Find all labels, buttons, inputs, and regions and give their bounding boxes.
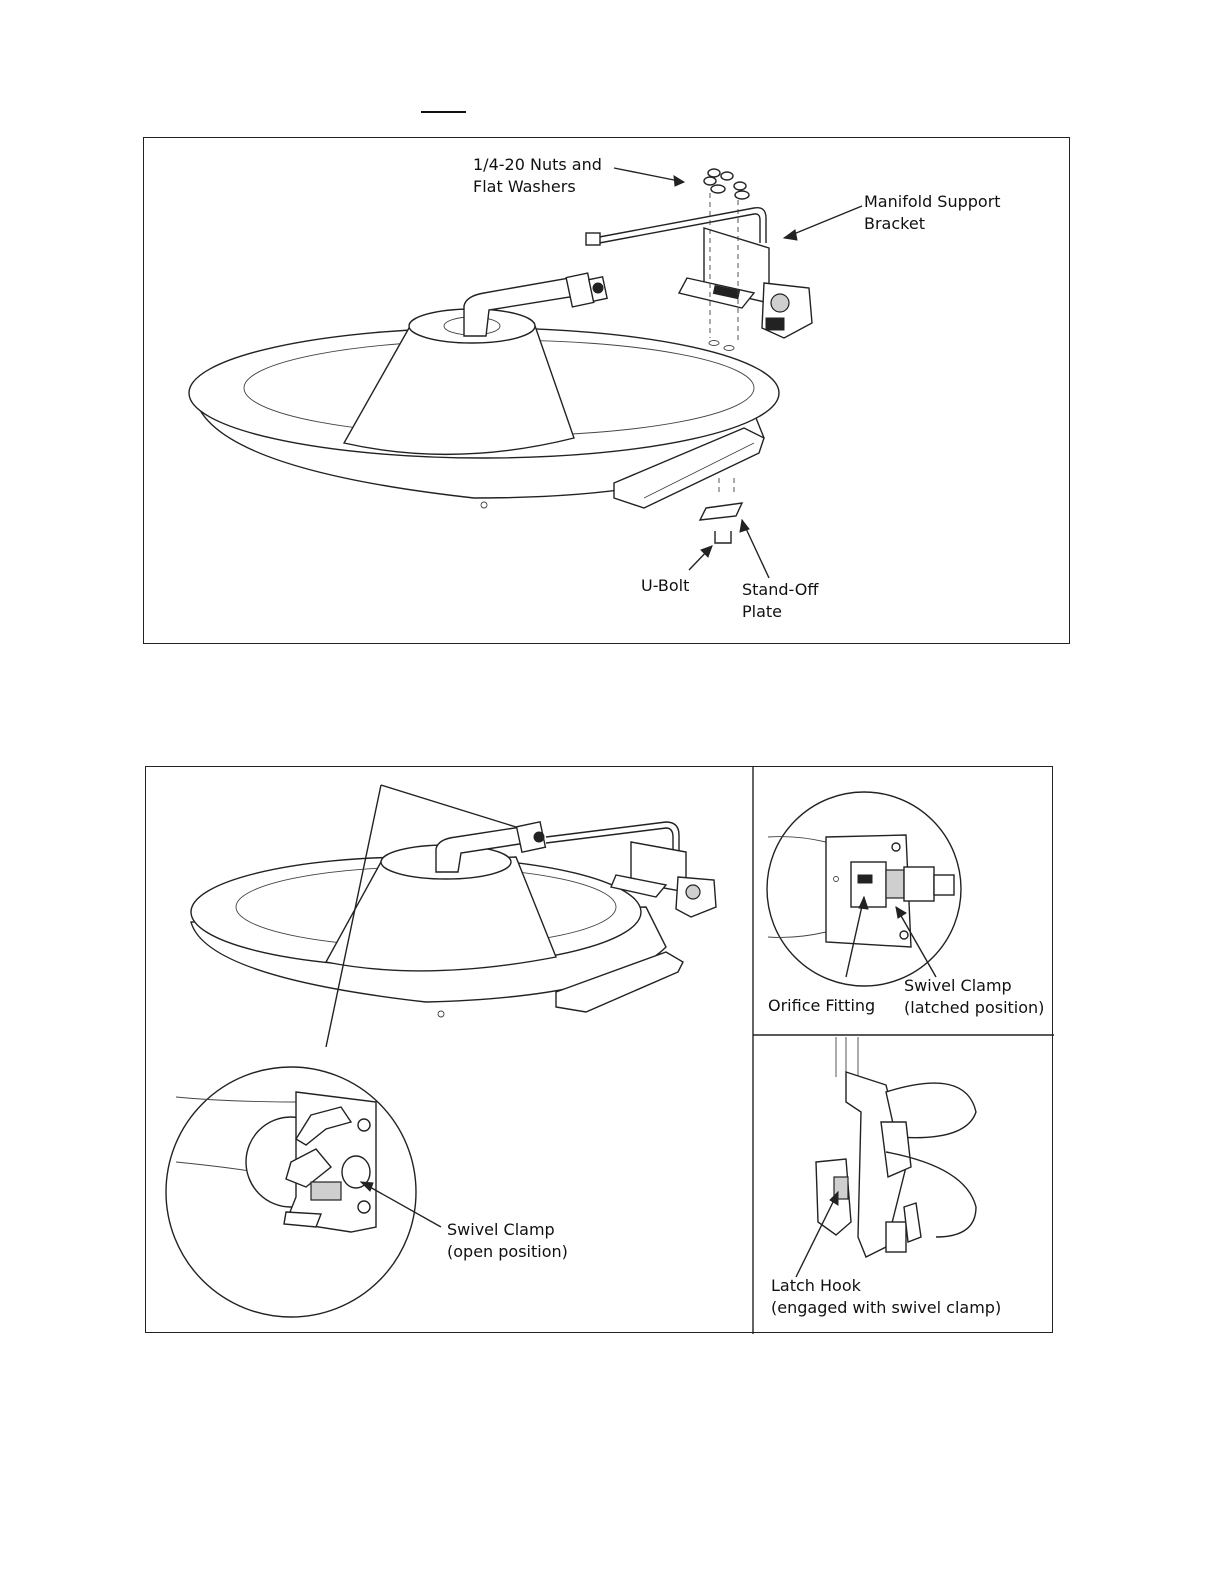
label-standoff-line1: Stand-Off	[742, 579, 818, 601]
label-swivel-latched-line1: Swivel Clamp	[904, 975, 1044, 997]
label-swivel-clamp-open: Swivel Clamp (open position)	[447, 1219, 568, 1263]
stand-off-plate	[700, 503, 742, 520]
label-u-bolt: U-Bolt	[641, 575, 689, 597]
latch-hook-detail	[796, 1037, 976, 1277]
label-latch-hook: Latch Hook (engaged with swivel clamp)	[771, 1275, 1001, 1319]
swivel-clamp-drawing	[146, 767, 1054, 1334]
label-nuts-line1: 1/4-20 Nuts and	[473, 154, 602, 176]
nuts-and-washers	[704, 169, 749, 199]
u-bolt	[715, 531, 731, 543]
label-orifice-fitting: Orifice Fitting	[768, 995, 875, 1017]
label-bracket-line1: Manifold Support	[864, 191, 1001, 213]
label-swivel-open-line1: Swivel Clamp	[447, 1219, 568, 1241]
figure-swivel-clamp: Swivel Clamp (open position) Orifice Fit…	[145, 766, 1053, 1333]
header-underline	[421, 111, 466, 113]
manifold-pipe	[594, 208, 766, 243]
label-nuts-line2: Flat Washers	[473, 176, 602, 198]
label-stand-off-plate: Stand-Off Plate	[742, 579, 818, 623]
label-manifold-bracket: Manifold Support Bracket	[864, 191, 1001, 235]
label-standoff-line2: Plate	[742, 601, 818, 623]
label-swivel-clamp-latched: Swivel Clamp (latched position)	[904, 975, 1044, 1019]
label-nuts-washers: 1/4-20 Nuts and Flat Washers	[473, 154, 602, 198]
label-swivel-latched-line2: (latched position)	[904, 997, 1044, 1019]
label-swivel-open-line2: (open position)	[447, 1241, 568, 1263]
label-latch-hook-line1: Latch Hook	[771, 1275, 1001, 1297]
label-latch-hook-line2: (engaged with swivel clamp)	[771, 1297, 1001, 1319]
figure-exploded-assembly: 1/4-20 Nuts and Flat Washers Manifold Su…	[143, 137, 1070, 644]
label-bracket-line2: Bracket	[864, 213, 1001, 235]
